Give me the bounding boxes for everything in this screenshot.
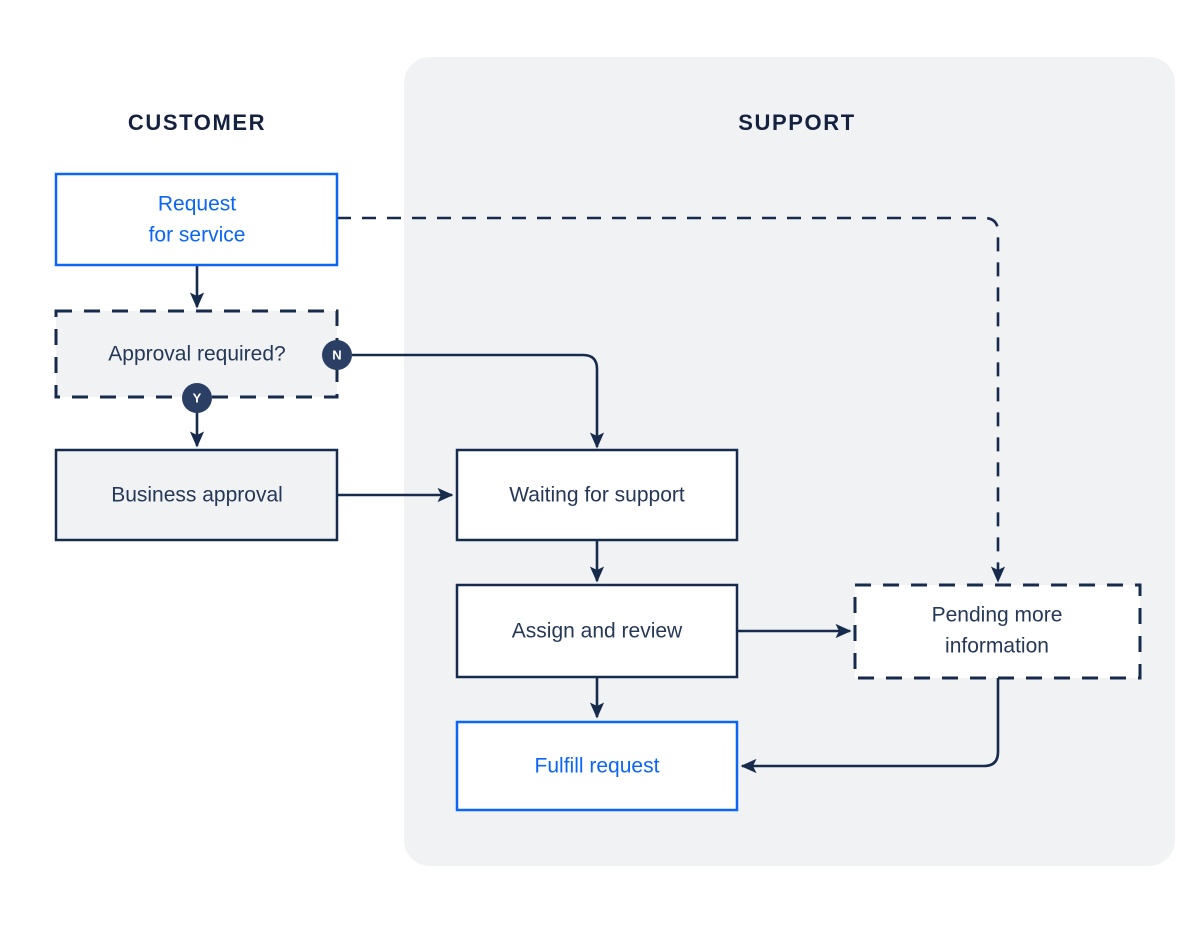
node-business-approval-box[interactable]	[54, 448, 339, 542]
badge-yes-label: Y	[193, 390, 202, 405]
node-assign-and-review[interactable]: Assign and review	[455, 583, 739, 679]
node-pending-more-information-box[interactable]	[853, 583, 1142, 680]
node-pending-more-information-label-line1: Pending more	[932, 604, 1063, 627]
node-waiting-for-support-box[interactable]	[455, 448, 739, 542]
badge-no-label: N	[332, 347, 341, 362]
node-request-for-service[interactable]: Request for service	[54, 172, 339, 267]
node-business-approval-label: Business approval	[111, 484, 283, 507]
node-pending-more-information[interactable]: Pending more information	[853, 583, 1142, 680]
node-fulfill-request[interactable]: Fulfill request	[455, 720, 739, 812]
node-assign-and-review-label: Assign and review	[512, 620, 683, 643]
node-fulfill-request-box[interactable]	[455, 720, 739, 812]
node-pending-more-information-label-line2: information	[945, 635, 1049, 658]
node-request-for-service-label-line2: for service	[149, 224, 246, 247]
node-waiting-for-support[interactable]: Waiting for support	[455, 448, 739, 542]
node-request-for-service-label-line1: Request	[158, 193, 236, 216]
badge-no-circle[interactable]	[322, 340, 352, 370]
node-waiting-for-support-label: Waiting for support	[509, 484, 685, 507]
lane-title-support: SUPPORT	[738, 110, 856, 135]
node-request-for-service-box[interactable]	[54, 172, 339, 267]
edge-approval-no-to-waiting	[352, 353, 605, 449]
badge-yes[interactable]: Y	[182, 383, 212, 413]
lane-title-customer: CUSTOMER	[128, 110, 266, 135]
edge-pending-to-fulfill	[740, 678, 1000, 774]
badge-no[interactable]: N	[322, 340, 352, 370]
node-fulfill-request-label: Fulfill request	[535, 755, 660, 778]
badge-yes-circle[interactable]	[182, 383, 212, 413]
node-approval-required-label: Approval required?	[108, 343, 285, 366]
edge-request-to-pending	[337, 216, 1006, 583]
node-business-approval[interactable]: Business approval	[54, 448, 339, 542]
node-assign-and-review-box[interactable]	[455, 583, 739, 679]
